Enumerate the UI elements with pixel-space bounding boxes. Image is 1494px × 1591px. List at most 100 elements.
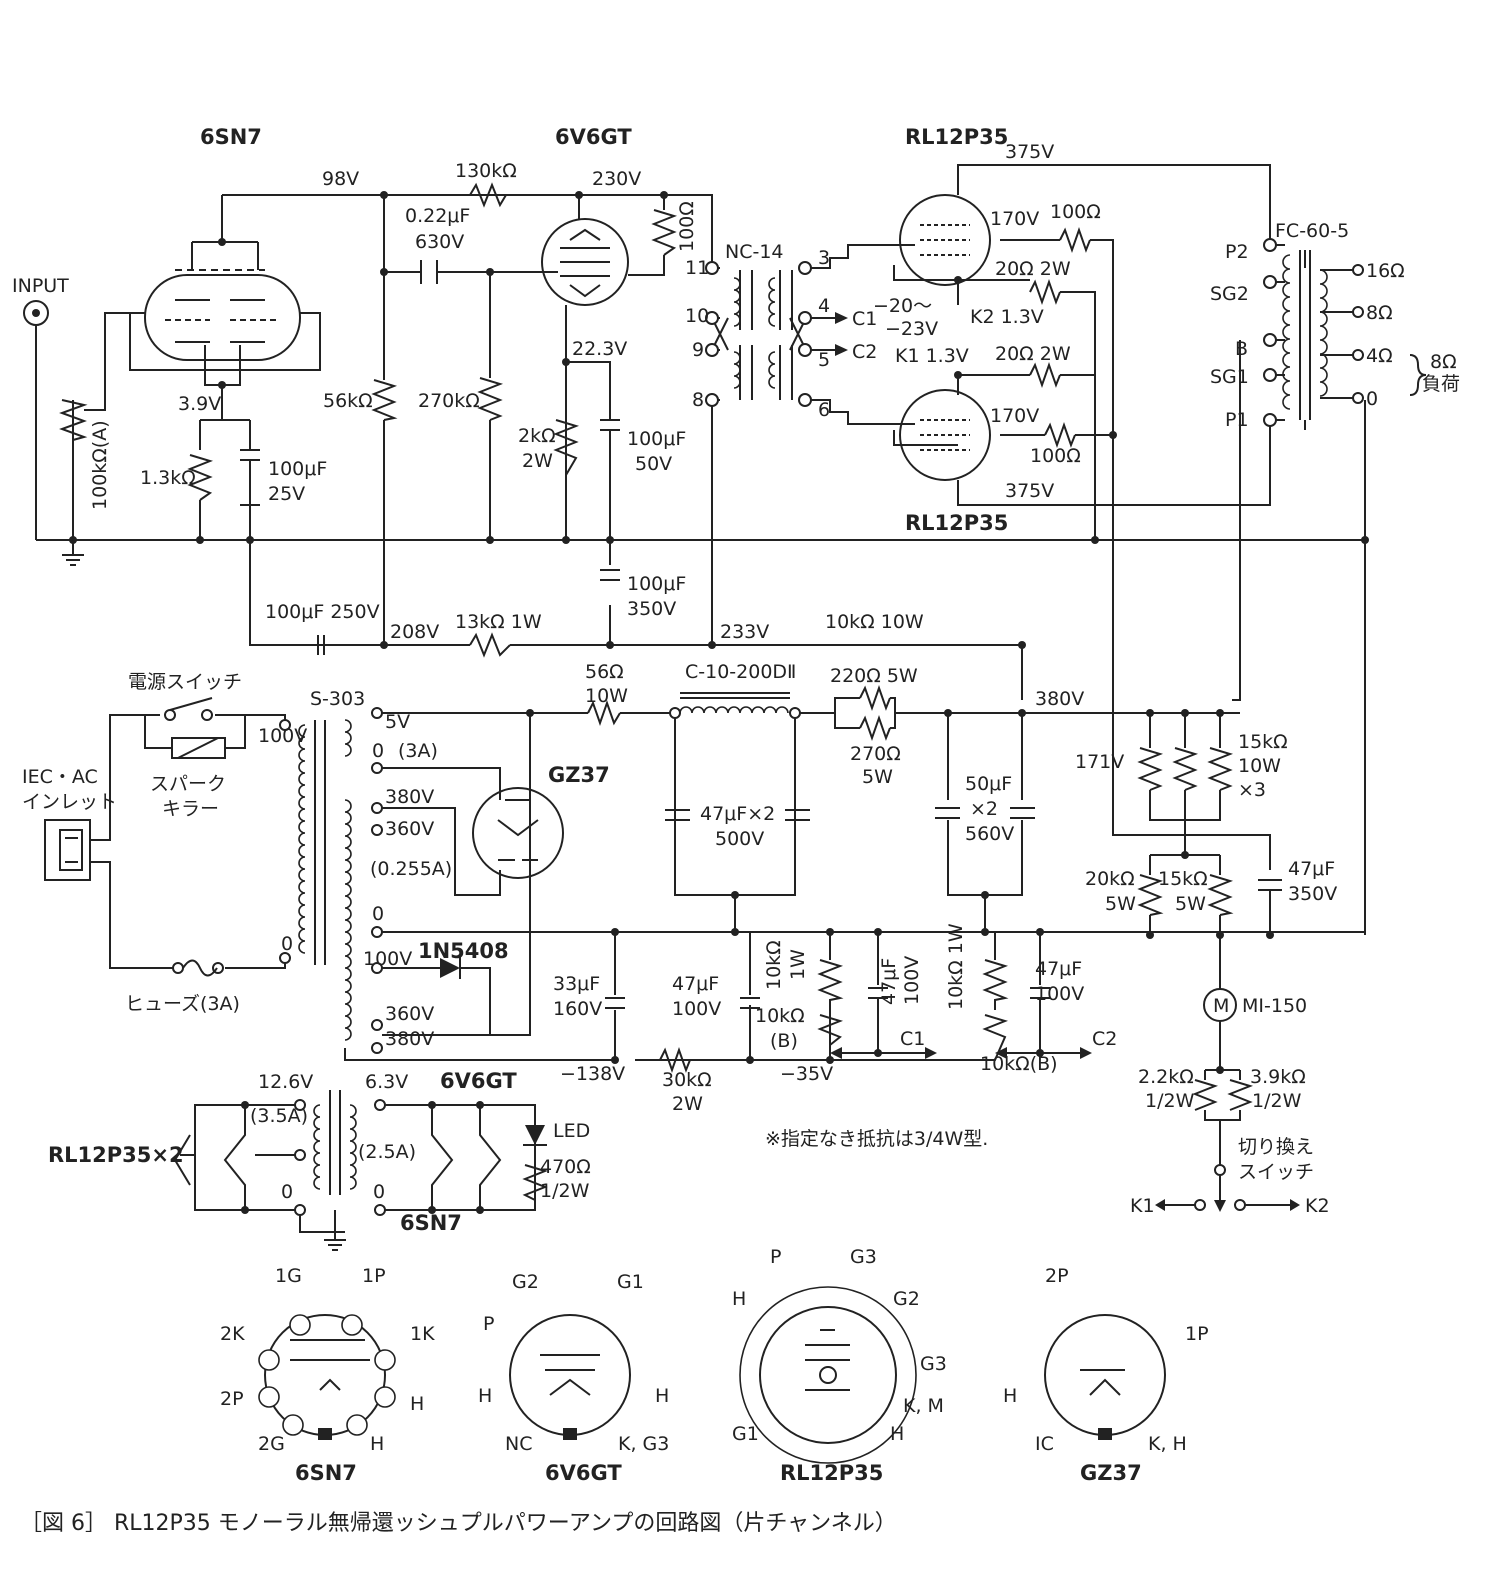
- r10k10w-label: 10kΩ 10W: [825, 611, 924, 633]
- nc14-pin5: 5: [818, 349, 830, 371]
- input-label: INPUT: [12, 275, 69, 297]
- choke-label: C-10-200DⅡ: [685, 661, 796, 683]
- nc14-c2: C2: [852, 341, 877, 363]
- v233-label: 233V: [720, 621, 769, 643]
- r22k-watt: 1/2W: [1145, 1090, 1195, 1112]
- r20k-watt: 5W: [1105, 893, 1136, 915]
- v39-label: 3.9V: [178, 393, 221, 415]
- c47b-label: 47μF: [1288, 858, 1335, 880]
- pin-1p: 1P: [362, 1265, 386, 1287]
- figure-caption: ［図 6］ RL12P35 モノーラル無帰還ッシュプルパワーアンプの回路図（片チ…: [20, 1511, 897, 1536]
- r15k-label: 15kΩ: [1238, 731, 1288, 753]
- junction-dots-lower: [241, 709, 1274, 1214]
- pt-5v: 5V: [385, 711, 410, 733]
- r10k1w-label: 10kΩ: [763, 940, 785, 990]
- label-6v6gt: 6V6GT: [555, 125, 632, 149]
- r56-label: 56Ω: [585, 661, 624, 683]
- c33-label: 33μF: [553, 973, 600, 995]
- tube-rl12p35-top: [899, 194, 991, 286]
- r10kb-label: 10kΩ: [755, 1005, 805, 1027]
- k1-label: K1 1.3V: [895, 345, 969, 367]
- pin-h2-v6: H: [655, 1385, 669, 1407]
- pin-gz-2p: 2P: [1045, 1265, 1069, 1287]
- bias-range-label: −20〜: [873, 295, 932, 317]
- pinout-6v6gt: [509, 1314, 631, 1440]
- nc14-pin8: 8: [692, 389, 704, 411]
- c100c-label: 100μF 250V: [265, 601, 380, 623]
- pin-g2: G2: [512, 1271, 539, 1293]
- pt-100v: 100V: [258, 725, 307, 747]
- r15k-watt: 10W: [1238, 755, 1281, 777]
- pin-gz-ic: IC: [1035, 1433, 1054, 1455]
- nc14-label: NC-14: [725, 241, 784, 263]
- resistors-upper: [59, 182, 1091, 658]
- ot-label: FC-60-5: [1275, 220, 1349, 242]
- pinout-6v6gt-name: 6V6GT: [545, 1461, 622, 1485]
- ot-16ohm: 16Ω: [1366, 260, 1405, 282]
- r2k-label: 2kΩ: [518, 425, 556, 447]
- r20b-label: 20Ω 2W: [995, 343, 1071, 365]
- pin-rl-g3b: G3: [920, 1353, 947, 1375]
- iec-inlet-label: IEC・AC: [22, 766, 98, 788]
- pin-gz-1p: 1P: [1185, 1323, 1209, 1345]
- c33-volt: 160V: [553, 998, 602, 1020]
- nc14-pin9: 9: [692, 339, 704, 361]
- c47x2-volt: 500V: [715, 828, 764, 850]
- c100d-volt: 350V: [627, 598, 676, 620]
- nc14-pin10: 10: [685, 305, 709, 327]
- capacitors-upper: [240, 260, 620, 655]
- c47b-volt: 350V: [1288, 883, 1337, 905]
- ot-p1: P1: [1225, 409, 1249, 431]
- pt-360vb: 360V: [385, 1003, 434, 1025]
- meter-label: MI-150: [1242, 995, 1307, 1017]
- pinout-6sn7-name: 6SN7: [295, 1461, 357, 1485]
- diode-label: 1N5408: [418, 939, 509, 963]
- r270k-label: 270kΩ: [418, 390, 480, 412]
- heater-6sn7-label: 6SN7: [400, 1211, 462, 1235]
- ot-0: 0: [1366, 388, 1378, 410]
- transformer-nc14: [705, 261, 848, 407]
- pinout-6sn7: [258, 1314, 396, 1440]
- output-transformer: [1263, 238, 1427, 427]
- nc14-pin4: 4: [818, 295, 830, 317]
- r30k-watt: 2W: [672, 1093, 703, 1115]
- r13k1w-label: 13kΩ 1W: [455, 611, 542, 633]
- pin-h2: H: [370, 1433, 384, 1455]
- bias-range-label2: −23V: [885, 318, 938, 340]
- c50-label: 50μF: [965, 773, 1012, 795]
- r10k1w2-label: 10kΩ 1W: [945, 923, 967, 1010]
- pt-360v: 360V: [385, 818, 434, 840]
- c022-volt: 630V: [415, 231, 464, 253]
- nc14-pin6: 6: [818, 399, 830, 421]
- nc14-pin3: 3: [818, 247, 830, 269]
- r39k-watt: 1/2W: [1252, 1090, 1302, 1112]
- ot-8ohm: 8Ω: [1366, 302, 1393, 324]
- r15k5-watt: 5W: [1175, 893, 1206, 915]
- heater-0: 0: [281, 1181, 293, 1203]
- c47c-volt: 100V: [672, 998, 721, 1020]
- pt-0: 0: [281, 933, 293, 955]
- k2-label: K2 1.3V: [970, 306, 1044, 328]
- fuse-label: ヒューズ(3A): [125, 993, 240, 1015]
- r15k-count: ×3: [1238, 779, 1266, 801]
- ot-sg2: SG2: [1210, 283, 1249, 305]
- ot-4ohm: 4Ω: [1366, 345, 1393, 367]
- r56-watt: 10W: [585, 685, 628, 707]
- v375b-label: 375V: [1005, 480, 1054, 502]
- pin-1k: 1K: [410, 1323, 435, 1345]
- ot-b: B: [1235, 338, 1248, 360]
- led-label: LED: [553, 1120, 590, 1142]
- r56k-label: 56kΩ: [323, 390, 373, 412]
- c47d-label: 47μF: [878, 958, 900, 1005]
- pt-3a: (3A): [398, 740, 438, 762]
- pinout-rl12p35-name: RL12P35: [780, 1461, 883, 1485]
- r20k-label: 20kΩ: [1085, 868, 1135, 890]
- pin-p: P: [483, 1313, 494, 1335]
- r39k-label: 3.9kΩ: [1250, 1066, 1306, 1088]
- nc14-c1: C1: [852, 308, 877, 330]
- c100b-label: 100μF: [627, 428, 686, 450]
- pt-label: S-303: [310, 688, 365, 710]
- c47c-label: 47μF: [672, 973, 719, 995]
- v223-label: 22.3V: [572, 338, 627, 360]
